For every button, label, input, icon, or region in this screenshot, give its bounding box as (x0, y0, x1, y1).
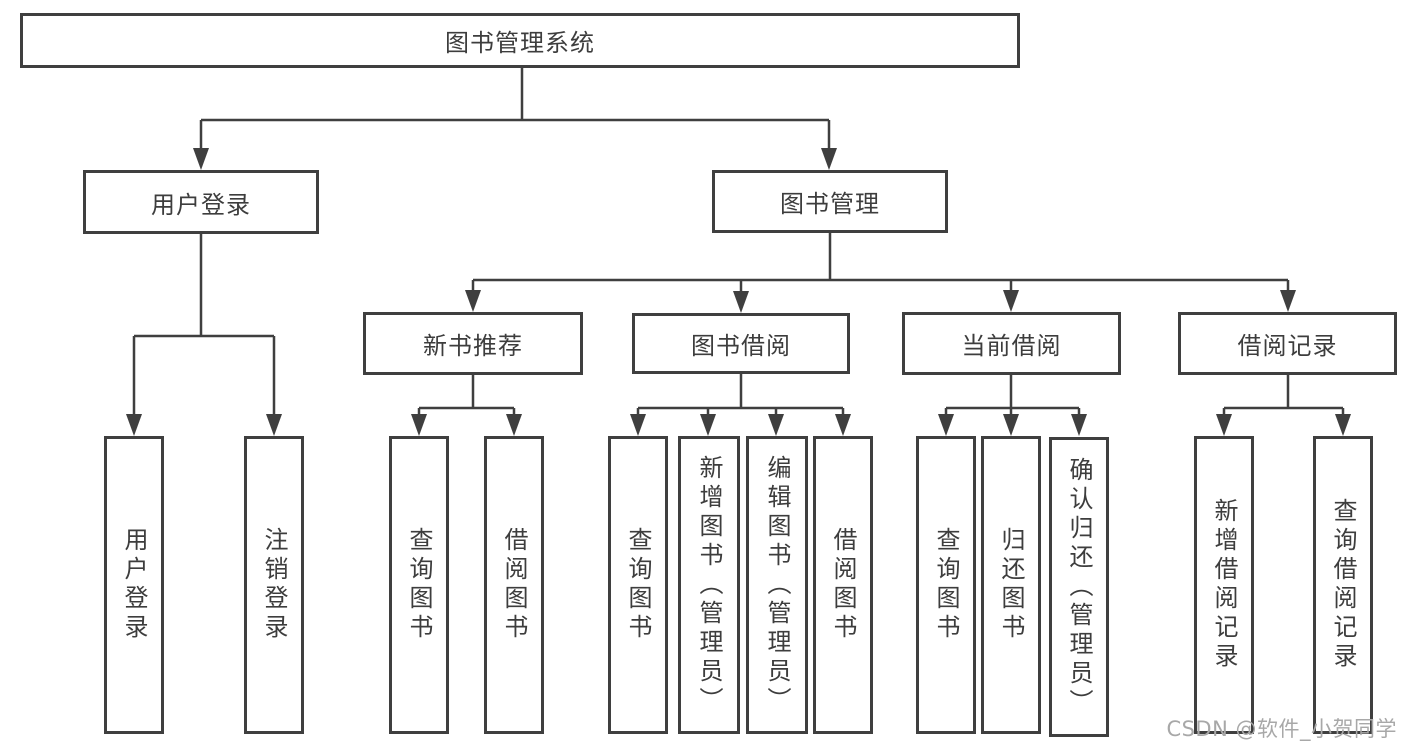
leaf-edit-books-admin-label: 编辑图书（管理员） (763, 454, 791, 716)
leaf-confirm-return-admin-label: 确认归还（管理员） (1065, 456, 1093, 718)
node-borrow-records-label: 借阅记录 (1237, 332, 1338, 360)
leaf-add-borrow-record-label: 新增借阅记录 (1210, 498, 1238, 672)
leaf-query-books-current-label: 查询图书 (932, 527, 960, 643)
leaf-confirm-return-admin: 确认归还（管理员） (1049, 437, 1109, 737)
leaf-query-books-recommend: 查询图书 (389, 436, 449, 734)
leaf-borrow-books-recommend: 借阅图书 (484, 436, 544, 734)
leaf-query-books-borrow-label: 查询图书 (624, 527, 652, 643)
node-book-management: 图书管理 (712, 170, 948, 233)
leaf-borrow-books-recommend-label: 借阅图书 (500, 527, 528, 643)
leaf-borrow-books-label: 借阅图书 (829, 527, 857, 643)
node-book-borrow-label: 图书借阅 (691, 332, 791, 360)
leaf-logout-label: 注销登录 (260, 527, 288, 643)
leaf-user-login-label: 用户登录 (120, 527, 148, 643)
leaf-query-books-borrow: 查询图书 (608, 436, 668, 734)
node-new-book-recommend-label: 新书推荐 (423, 332, 523, 360)
leaf-edit-books-admin: 编辑图书（管理员） (746, 436, 808, 734)
leaf-return-books: 归还图书 (981, 436, 1041, 734)
leaf-user-login: 用户登录 (104, 436, 164, 734)
leaf-add-books-admin: 新增图书（管理员） (678, 436, 740, 734)
node-current-borrow: 当前借阅 (902, 312, 1121, 375)
csdn-watermark: CSDN @软件_小贺同学 (1166, 717, 1397, 741)
leaf-query-books-current: 查询图书 (916, 436, 976, 734)
leaf-add-borrow-record: 新增借阅记录 (1194, 436, 1254, 734)
leaf-return-books-label: 归还图书 (997, 527, 1025, 643)
node-root-library-system: 图书管理系统 (20, 13, 1020, 68)
node-root-label: 图书管理系统 (445, 29, 595, 57)
node-user-login: 用户登录 (83, 170, 319, 234)
node-new-book-recommend: 新书推荐 (363, 312, 583, 375)
leaf-query-borrow-record: 查询借阅记录 (1313, 436, 1373, 734)
leaf-borrow-books: 借阅图书 (813, 436, 873, 734)
node-user-login-label: 用户登录 (151, 190, 251, 219)
node-book-borrow: 图书借阅 (632, 313, 850, 374)
leaf-query-books-recommend-label: 查询图书 (405, 527, 433, 643)
node-book-management-label: 图书管理 (780, 190, 880, 218)
node-current-borrow-label: 当前借阅 (961, 332, 1062, 360)
leaf-add-books-admin-label: 新增图书（管理员） (695, 454, 723, 716)
leaf-query-borrow-record-label: 查询借阅记录 (1329, 498, 1357, 672)
leaf-logout: 注销登录 (244, 436, 304, 734)
node-borrow-records: 借阅记录 (1178, 312, 1397, 375)
